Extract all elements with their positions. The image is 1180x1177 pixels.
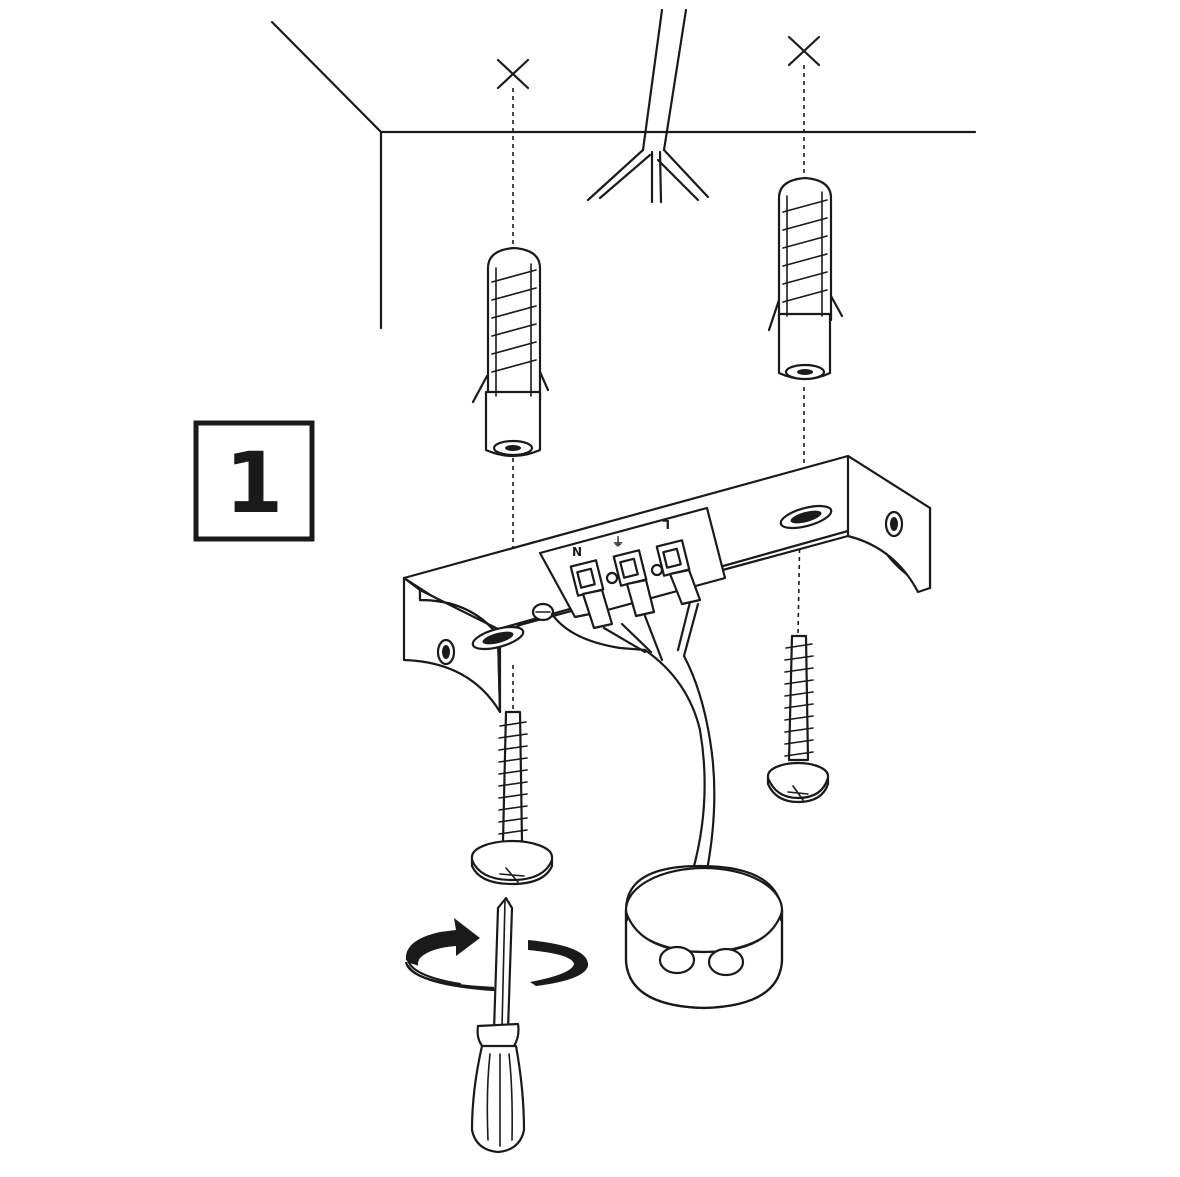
rotate-arrow-icon [404,918,589,992]
wall-plug-icon [767,176,844,381]
screwdriver-icon [470,896,526,1154]
terminal-block-icon: N ⏚ L [538,506,727,630]
wall-plug-icon [471,246,550,458]
screw-icon [470,710,554,886]
terminal-label-l: L [662,517,670,531]
screw-icon [766,634,830,804]
step-badge: 1 [193,420,315,542]
lamp-cup-icon [624,864,784,1010]
drill-mark-icon [496,58,530,90]
drill-mark-icon [787,35,821,67]
mains-cable [586,8,710,204]
lamp-cable [643,648,716,872]
wires [550,600,700,662]
terminal-live: L [655,517,702,606]
terminal-label-earth: ⏚ [612,535,624,549]
terminal-earth: ⏚ [612,535,656,618]
terminal-neutral: N [569,545,614,630]
step-number: 1 [225,434,283,532]
terminal-label-n: N [572,545,582,559]
ceiling-corner [270,20,977,330]
